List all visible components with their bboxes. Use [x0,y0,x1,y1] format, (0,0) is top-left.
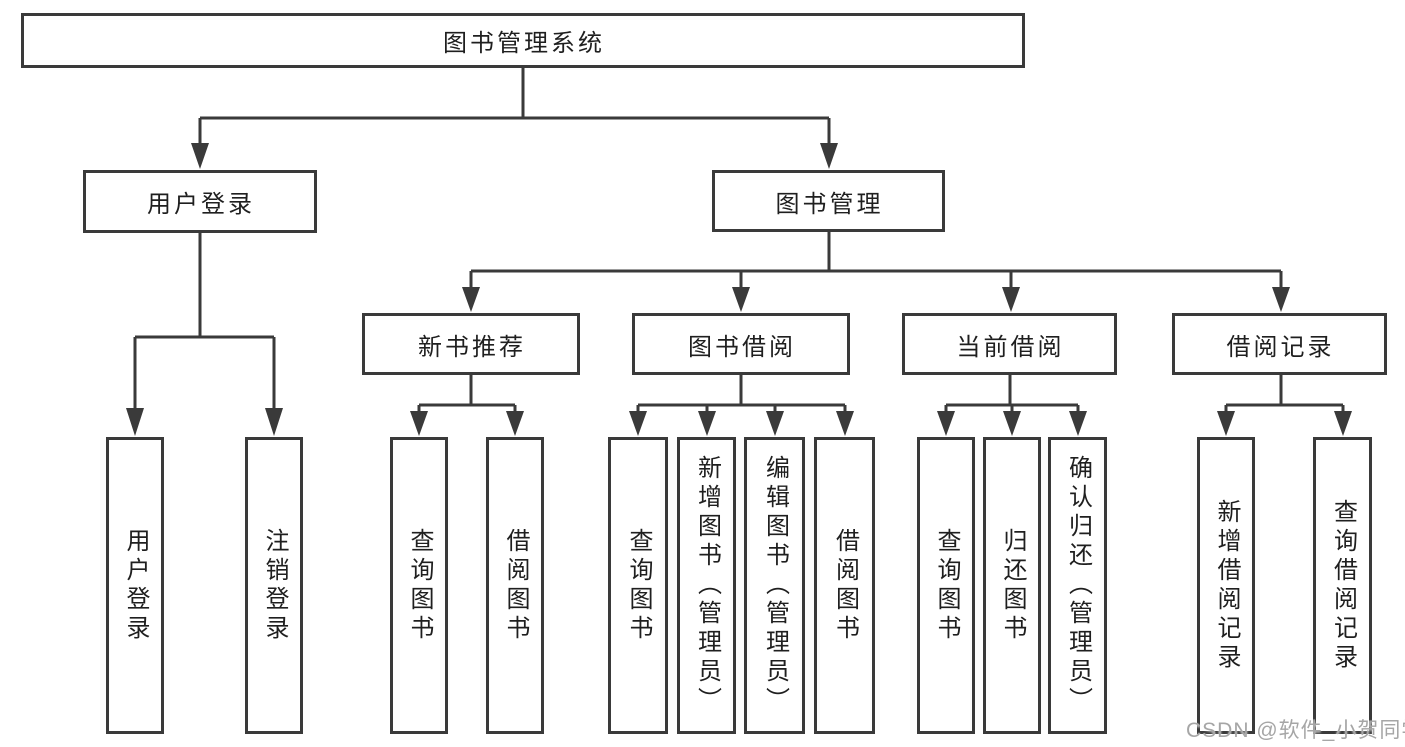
node-book-borrowing: 图书借阅 [632,313,850,375]
node-leaf-query-books: 查询图书 [608,437,668,734]
node-leaf-borrow-books: 借阅图书 [486,437,544,734]
node-leaf-query-books: 查询图书 [917,437,975,734]
connector-bookmgmt-to-level2 [469,232,1283,289]
arrowheads-userlogin-leaves [126,408,283,436]
node-leaf-add-borrow-record: 新增借阅记录 [1197,437,1255,734]
node-leaf-return-books: 归还图书 [983,437,1041,734]
connector-userlogin-to-leaves [133,233,276,410]
node-leaf-borrow-books: 借阅图书 [814,437,875,734]
node-label: 归还图书 [999,527,1026,644]
connector-recommend-to-leaves [417,375,517,413]
node-book-management: 图书管理 [712,170,945,232]
node-label: 借阅图书 [502,527,529,644]
node-leaf-edit-books-admin: 编辑图书（管理员） [744,437,805,734]
node-root-library-system: 图书管理系统 [21,13,1025,68]
node-leaf-add-books-admin: 新增图书（管理员） [677,437,736,734]
watermark: CSDN @软件_小贺同学 [1186,719,1405,742]
node-leaf-confirm-return-admin: 确认归还（管理员） [1048,437,1107,734]
node-label: 查询图书 [406,527,433,644]
node-label: 新书推荐 [418,333,526,361]
arrowheads-recommend-leaves [410,411,524,436]
node-leaf-query-borrow-record: 查询借阅记录 [1313,437,1372,734]
connector-records-to-leaves [1224,375,1345,413]
node-label: 查询借阅记录 [1329,498,1357,673]
connector-root-to-level1 [198,68,831,145]
arrowheads-borrowing-leaves [629,411,854,436]
node-label: 图书管理 [775,190,884,218]
node-leaf-logout: 注销登录 [245,437,303,734]
arrowheads-level2 [462,287,1290,312]
node-label: 图书借阅 [688,333,796,361]
node-leaf-query-books: 查询图书 [390,437,448,734]
node-label: 借阅图书 [831,527,859,644]
node-label: 查询图书 [625,527,652,644]
node-label: 图书管理系统 [443,30,605,57]
node-new-book-recommendation: 新书推荐 [362,313,580,375]
connector-current-to-leaves [944,375,1080,413]
node-label: 新增图书（管理员） [693,455,721,716]
node-label: 注销登录 [261,527,288,644]
arrowheads-current-leaves [937,411,1087,436]
node-label: 新增借阅记录 [1213,498,1240,673]
node-user-login: 用户登录 [83,170,317,233]
arrowheads-records-leaves [1217,411,1352,436]
node-label: 编辑图书（管理员） [761,455,789,716]
node-label: 当前借阅 [956,333,1065,361]
node-label: 查询图书 [933,527,960,644]
node-label: 确认归还（管理员） [1064,455,1092,716]
arrowheads-level1 [191,143,838,169]
node-current-borrowing: 当前借阅 [902,313,1117,375]
connector-borrowing-to-leaves [636,375,847,413]
node-label: 借阅记录 [1226,333,1335,361]
node-leaf-user-login: 用户登录 [106,437,164,734]
node-label: 用户登录 [122,527,149,644]
node-label: 用户登录 [147,191,255,218]
node-borrowing-records: 借阅记录 [1172,313,1387,375]
